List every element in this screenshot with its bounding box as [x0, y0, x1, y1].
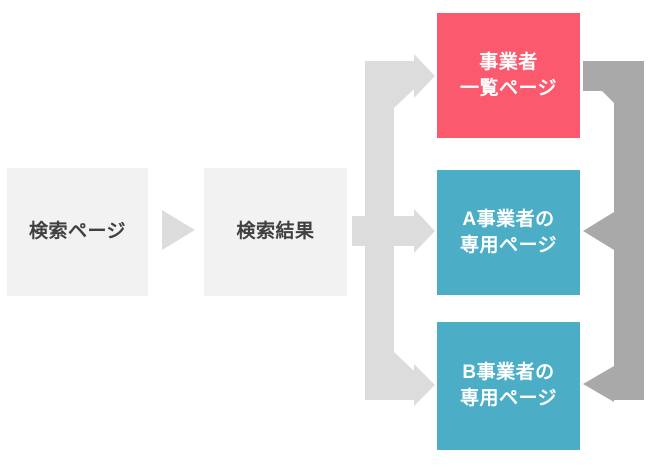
branch-connector-results-to-pages — [352, 54, 435, 406]
elbow-vertical-bar — [614, 61, 644, 400]
search-page-label: 検索ページ — [28, 221, 127, 242]
elbow-bottom-left-arrow-icon — [583, 366, 614, 402]
search-results-label: 検索結果 — [236, 221, 315, 242]
branch-arm-top-fillet — [394, 90, 413, 108]
node-provider-a-page: A事業者の 専用ページ — [437, 170, 580, 295]
provider-b-page-label: B事業者の 専用ページ — [459, 362, 558, 409]
provider-a-page-label: A事業者の 専用ページ — [459, 208, 558, 256]
node-provider-b-page: B事業者の 専用ページ — [437, 322, 580, 450]
branch-arm-bottom-arrow-icon — [365, 364, 435, 406]
node-listing-page: 事業者 一覧ページ — [437, 13, 580, 138]
node-search-page: 検索ページ — [7, 168, 148, 296]
elbow-connector-listing-to-providers — [583, 61, 644, 402]
branch-arm-bottom-fillet — [394, 352, 413, 370]
branch-arm-middle-arrow-icon — [352, 209, 435, 253]
node-search-results: 検索結果 — [204, 168, 347, 296]
branch-arm-top-arrow-icon — [394, 54, 435, 98]
elbow-middle-left-arrow-icon — [583, 212, 614, 250]
arrow-right-icon — [162, 210, 195, 250]
listing-page-label: 事業者 一覧ページ — [459, 51, 558, 99]
elbow-corner-fillet — [602, 91, 614, 103]
